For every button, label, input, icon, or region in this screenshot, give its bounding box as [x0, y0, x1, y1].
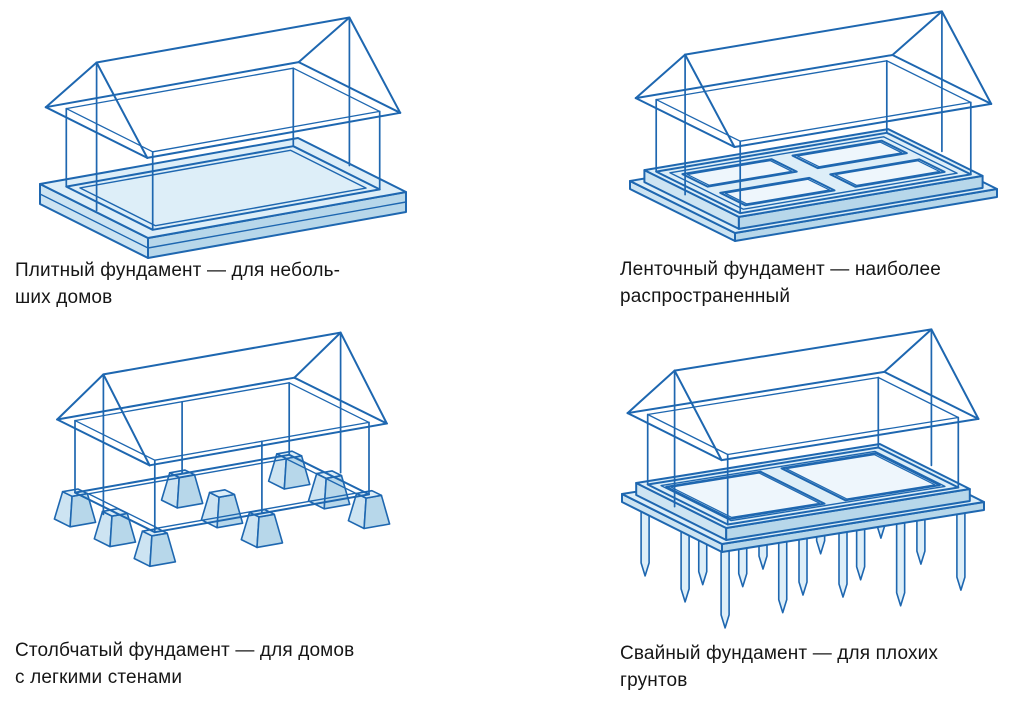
- strip-foundation-illustration: [608, 6, 1010, 248]
- pier-foundation-figure: [53, 331, 391, 568]
- caption-pier-line1: Столбчатый фундамент — для домов: [15, 640, 355, 661]
- caption-slab-line1: Плитный фундамент — для неболь-: [15, 260, 341, 281]
- caption-pile: Свайный фундамент — для плохих грунтов: [620, 641, 1015, 695]
- slab-foundation-figure: [39, 16, 407, 259]
- strip-foundation-figure: [629, 10, 998, 242]
- caption-slab-line2: ших домов: [15, 286, 113, 308]
- caption-strip-line1: Ленточный фундамент — наиболее: [620, 259, 941, 280]
- caption-pier-line2: с легкими стенами: [15, 666, 183, 688]
- caption-strip: Ленточный фундамент — наиболее распростр…: [620, 257, 1015, 311]
- caption-slab: Плитный фундамент — для неболь- ших домо…: [15, 258, 455, 312]
- caption-pile-line2: грунтов: [620, 669, 688, 691]
- caption-pile-line1: Свайный фундамент — для плохих: [620, 643, 939, 664]
- slab-foundation-illustration: [12, 2, 452, 264]
- pier-foundation-illustration: [12, 330, 452, 580]
- pile-foundation-illustration: [604, 324, 1004, 639]
- pile-foundation-figure: [621, 328, 985, 629]
- caption-pier: Столбчатый фундамент — для домов с легки…: [15, 638, 485, 692]
- caption-strip-line2: распространенный: [620, 285, 791, 307]
